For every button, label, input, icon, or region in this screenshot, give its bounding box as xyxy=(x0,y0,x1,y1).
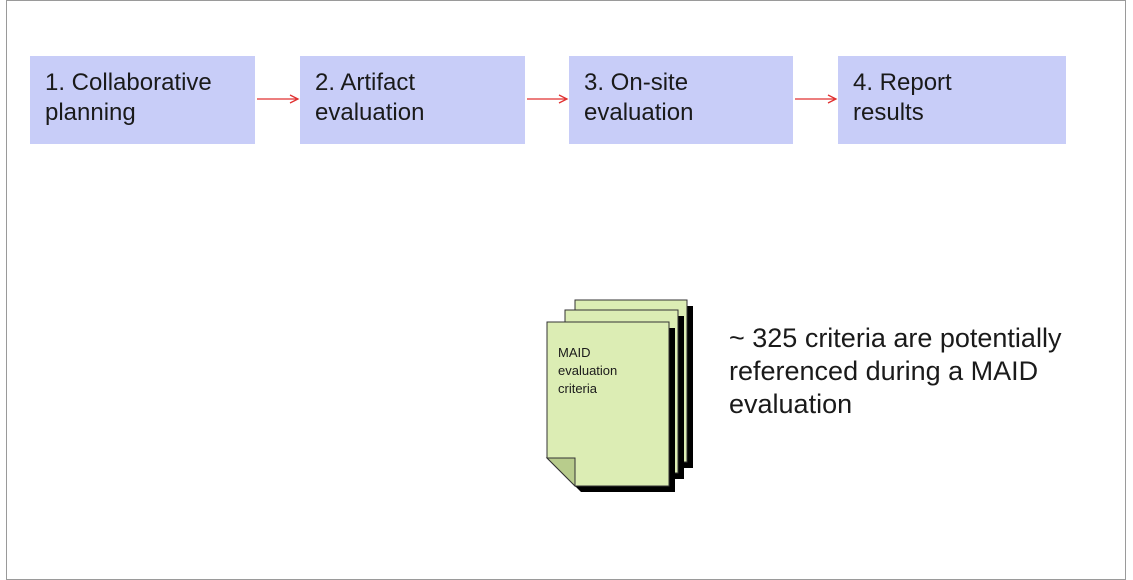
document-label: MAID evaluation criteria xyxy=(558,345,618,396)
arrow-step2-to-step3 xyxy=(527,94,569,104)
process-step-1: 1. Collaborative planning xyxy=(30,56,255,144)
criteria-caption: ~ 325 criteria are potentially reference… xyxy=(729,323,1062,419)
page-curl xyxy=(545,457,576,488)
process-step-4: 4. Report results xyxy=(838,56,1066,144)
document-page-front xyxy=(545,321,675,492)
document-stack-icon xyxy=(545,299,693,492)
process-step-3: 3. On-site evaluation xyxy=(569,56,793,144)
arrow-step3-to-step4 xyxy=(795,94,838,104)
process-step-2: 2. Artifact evaluation xyxy=(300,56,525,144)
arrow-step1-to-step2 xyxy=(257,94,300,104)
